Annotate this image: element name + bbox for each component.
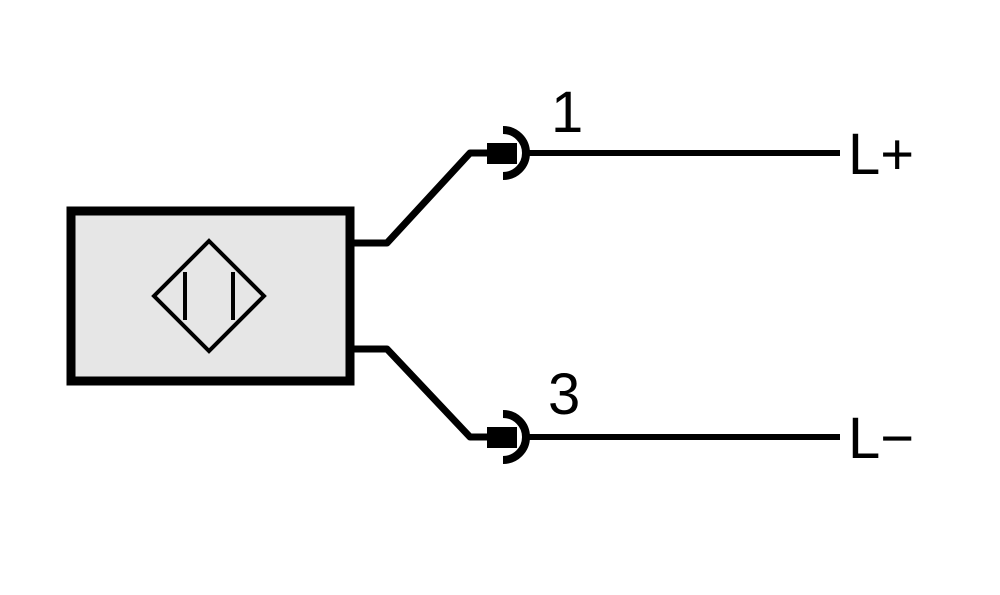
supply-label-negative: L− [848, 406, 914, 471]
sensor-body [66, 206, 355, 386]
wire-pin-1 [352, 149, 490, 247]
connector-pin-3 [487, 410, 530, 464]
connector-pin-1 [487, 126, 530, 180]
supply-label-positive: L+ [848, 122, 914, 187]
wire-pin-3 [352, 345, 490, 441]
proximity-sensor-diamond-icon [151, 238, 267, 354]
pin-number-1: 1 [551, 80, 583, 145]
pin-number-3: 3 [548, 362, 580, 427]
